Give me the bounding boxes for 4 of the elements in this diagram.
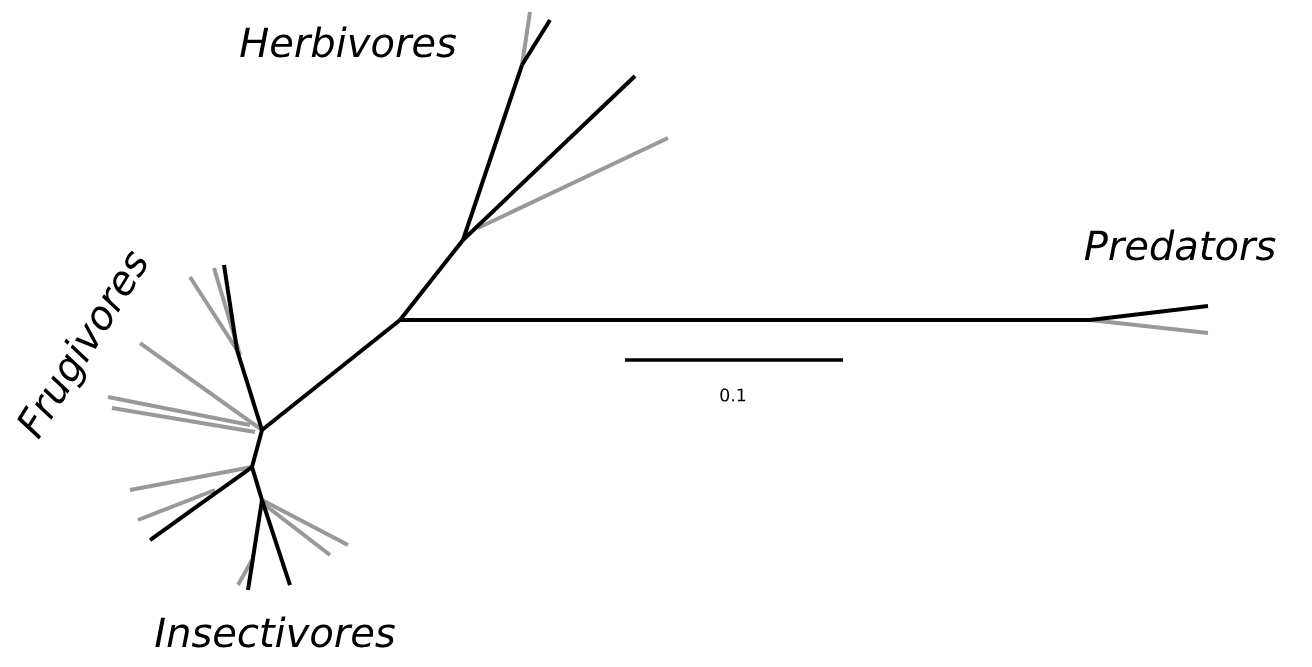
group-label: Predators <box>1084 229 1276 261</box>
group-label: Insectivores <box>155 616 395 648</box>
group-label: Herbivores <box>240 26 456 58</box>
scale-label: 0.1 <box>720 388 746 402</box>
